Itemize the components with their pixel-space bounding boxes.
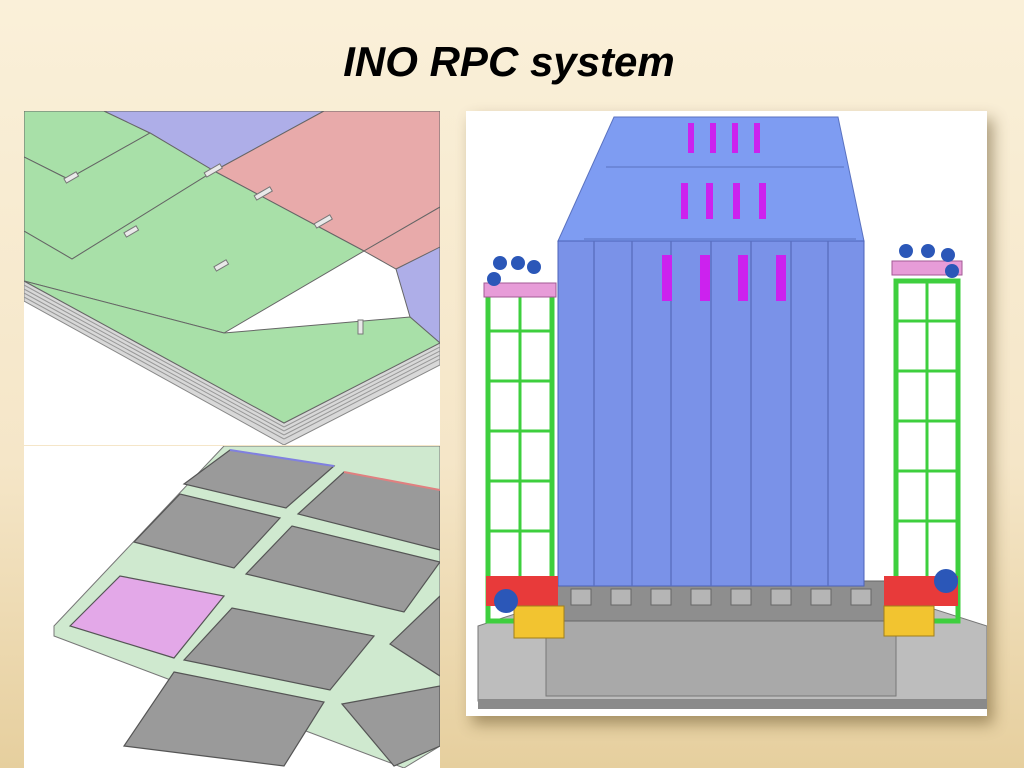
magenta-strips [662,123,786,301]
rpc-grid-image [24,446,440,768]
grid-tiles [68,449,440,767]
rpc-stack-image [24,111,440,445]
slide-title: INO RPC system [343,38,675,85]
stack-clips [63,163,364,335]
detector-image [466,111,987,716]
grid-accent-edges [229,449,440,491]
right-tower [883,244,963,637]
left-tower [483,256,565,639]
stack-tiles [24,111,440,424]
